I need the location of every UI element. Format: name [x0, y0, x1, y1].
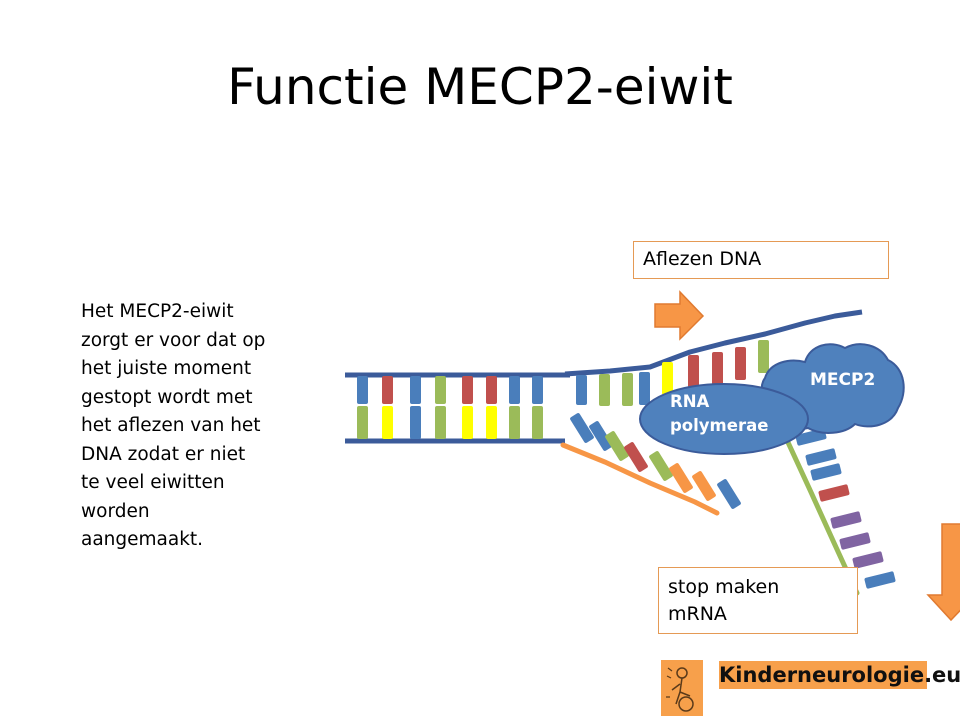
stop-mrna-box: stop maken mRNA	[658, 567, 858, 634]
dna-double-strand	[345, 372, 570, 444]
logo-image	[661, 660, 703, 716]
stop-line1: stop maken	[668, 576, 780, 598]
mecp2-label: MECP2	[810, 370, 876, 390]
rna-label-line2: polymerae	[670, 416, 769, 435]
rna-polymerase-label: RNA polymerae	[670, 390, 790, 438]
arrow-right-icon	[654, 290, 705, 341]
slide-title: Functie MECP2-eiwit	[227, 58, 733, 116]
description-text: Het MECP2-eiwit zorgt er voor dat op het…	[81, 301, 266, 550]
rna-label-line1: RNA	[670, 392, 710, 411]
rna-polymerase-shape	[639, 383, 809, 455]
rna-orange-strand	[560, 413, 741, 516]
stop-line2: mRNA	[668, 603, 727, 625]
dna-upper-strand	[564, 309, 863, 406]
logo-text[interactable]: Kinderneurologie.eu	[719, 661, 960, 689]
rna-green-strand	[783, 428, 896, 596]
aflezen-dna-box: Aflezen DNA	[633, 241, 889, 279]
arrow-down-icon	[926, 523, 960, 622]
